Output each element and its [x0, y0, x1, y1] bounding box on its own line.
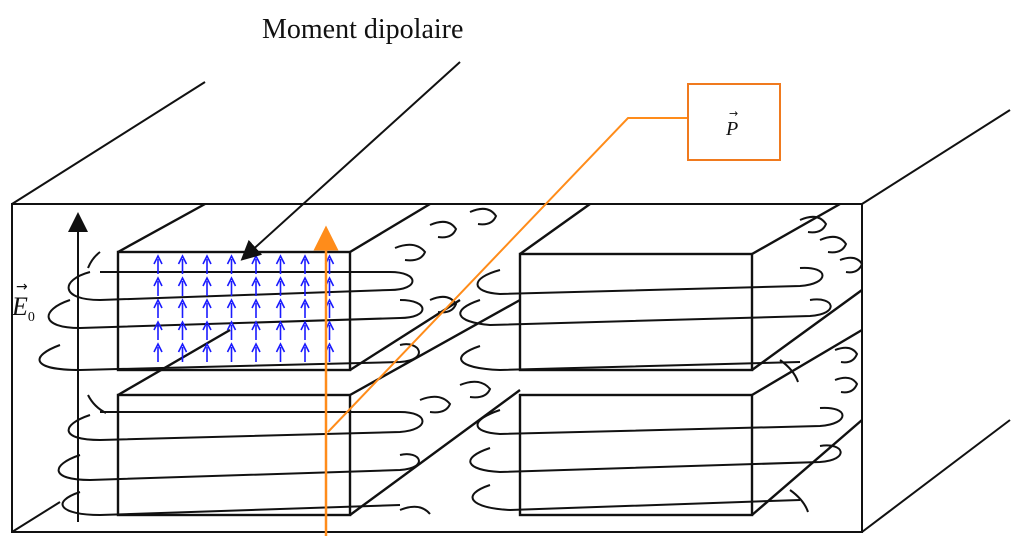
dipole-arrowhead — [300, 342, 310, 353]
dipole-arrowhead — [275, 320, 286, 331]
dipole-arrowhead — [153, 254, 163, 265]
box-bottom-right — [518, 393, 754, 517]
dipole-arrowhead — [275, 254, 286, 265]
dipole-arrowhead — [300, 254, 310, 265]
dipole-arrowhead — [300, 298, 310, 309]
top-right-edge — [861, 109, 1011, 205]
bottom-right-edge — [861, 419, 1011, 533]
outer-box — [11, 81, 1011, 533]
dipole-arrowhead — [300, 320, 310, 331]
dipole-arrowhead — [177, 298, 188, 309]
vector-arrow-icon: → — [16, 279, 28, 295]
polarization-label: P — [726, 118, 739, 140]
box-bottom-left — [116, 393, 352, 517]
dipole-arrowhead — [202, 276, 212, 287]
dipole-arrowhead — [153, 298, 163, 309]
dipole-arrowhead — [202, 298, 212, 309]
dipole-arrowhead — [251, 298, 261, 309]
dipole-arrowhead — [177, 254, 188, 265]
dipole-arrowhead — [251, 276, 261, 287]
dipole-arrowhead — [202, 254, 212, 265]
dipole-arrowhead — [275, 342, 286, 353]
diagram-title: Moment dipolaire — [262, 14, 464, 45]
dipole-arrowhead — [275, 298, 286, 309]
dipole-arrowhead — [300, 276, 310, 287]
polarization-group — [313, 83, 781, 536]
small-boxes — [116, 202, 863, 517]
dipole-arrowhead — [177, 342, 188, 353]
dipole-arrowhead — [153, 342, 163, 353]
front-face — [11, 203, 863, 533]
dipole-arrowhead — [251, 342, 261, 353]
dipole-arrowhead — [177, 320, 188, 331]
dipole-arrowhead — [226, 298, 237, 309]
dipole-arrowhead — [226, 254, 237, 265]
dipole-arrowhead — [226, 320, 237, 331]
field-subscript: 0 — [27, 310, 35, 326]
dipole-arrowhead — [202, 320, 212, 331]
field-symbol: E — [12, 292, 28, 321]
vector-arrow-icon: → — [729, 107, 739, 120]
dipole-arrowhead — [275, 276, 286, 287]
dipole-arrowhead — [177, 276, 188, 287]
bottom-left-edge — [11, 501, 61, 533]
moment-pointer — [240, 61, 461, 261]
box-top-left — [116, 250, 352, 372]
dipole-arrowhead — [153, 320, 163, 331]
dipole-arrowhead — [251, 320, 261, 331]
top-left-edge — [11, 81, 206, 205]
dipole-arrowhead — [226, 342, 237, 353]
field-label: E0 — [12, 292, 35, 326]
dipole-arrowhead — [153, 276, 163, 287]
box-top-right — [518, 252, 754, 372]
polarization-box — [687, 83, 781, 161]
polarization-leader — [327, 117, 688, 433]
dipole-grid — [153, 254, 335, 362]
dipole-arrowhead — [226, 276, 237, 287]
dipole-arrowhead — [202, 342, 212, 353]
field-loops — [38, 207, 864, 517]
